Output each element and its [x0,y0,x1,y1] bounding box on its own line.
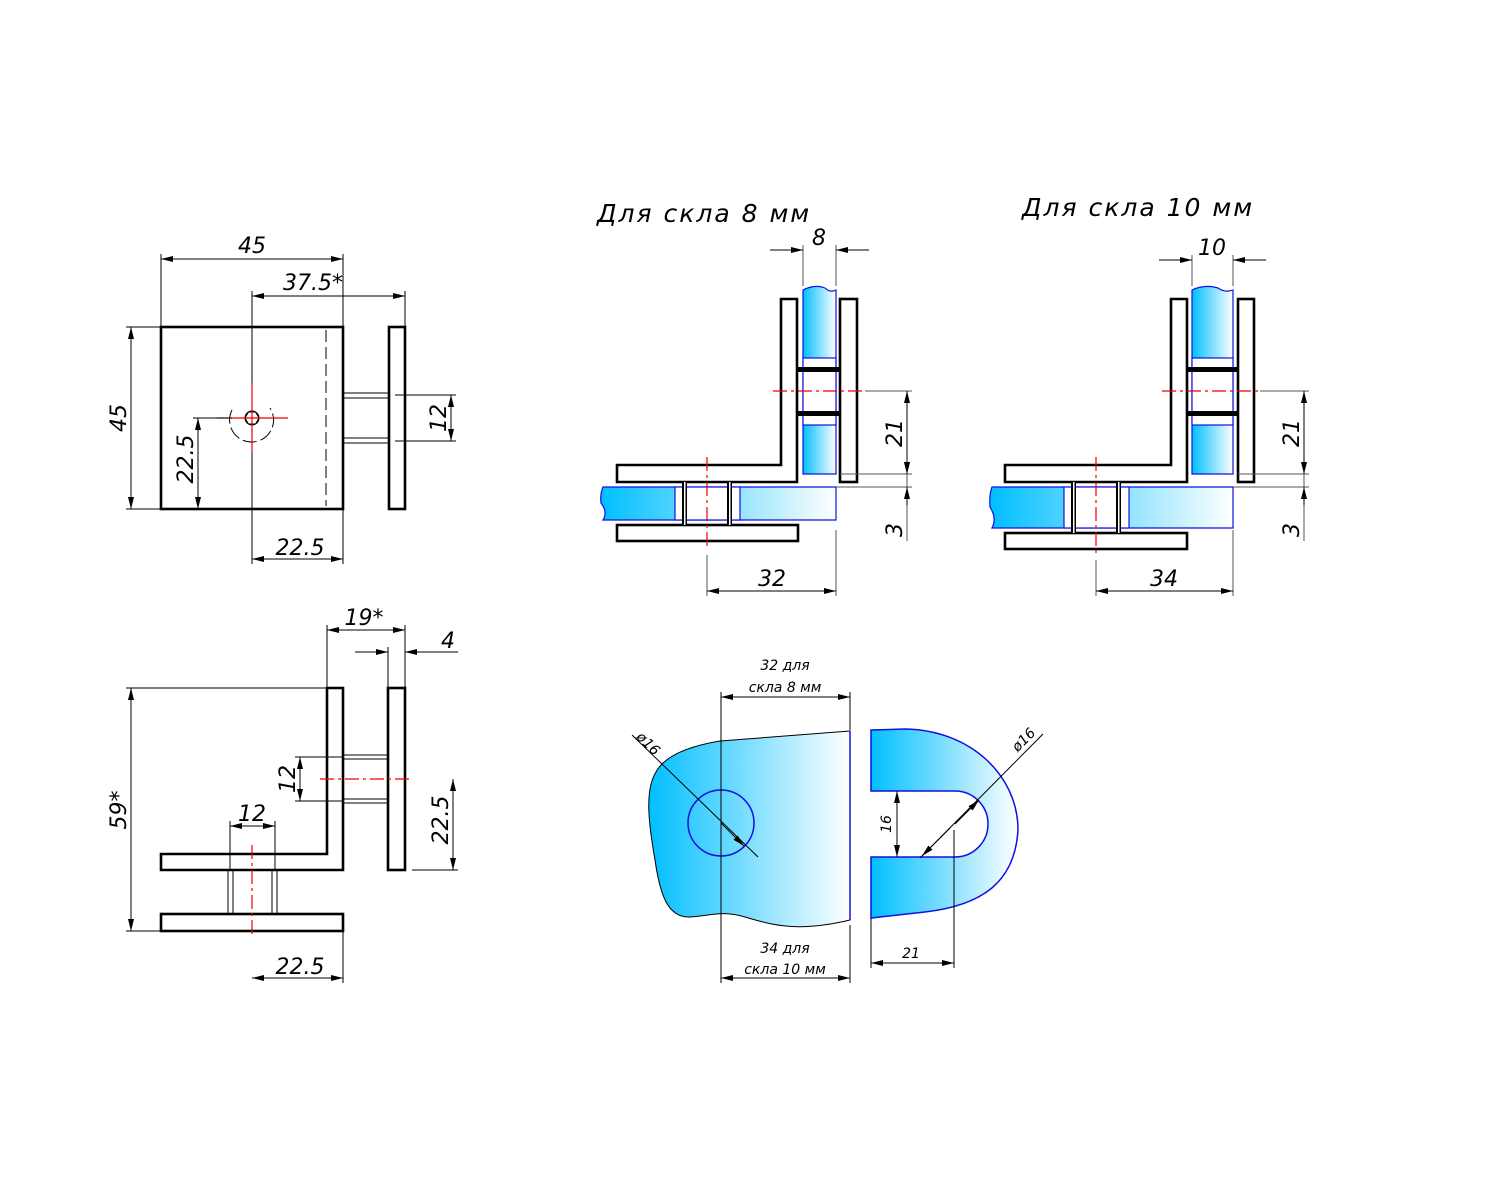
front-view: 45 37.5* 45 22.5 12 22.5 [107,234,456,564]
dim-offset: 21 [1280,419,1305,447]
dim-center-h: 22.5 [276,955,325,980]
dim-bottom-line1: 34 для [760,941,809,957]
l-bracket [159,686,345,872]
dim-gap: 3 [883,523,908,537]
side-view: 19* 4 59* 12 22.5 12 22.5 [107,606,458,983]
dim-height: 45 [107,404,132,432]
dim-center-v: 22.5 [174,435,199,484]
clamp-plate [387,325,407,511]
dim-connector-v: 12 [276,765,301,793]
dim-offset: 21 [883,419,908,447]
dim-top-line2: скла 8 мм [749,680,822,696]
title-glass-10: Для скла 10 мм [1021,193,1254,222]
dim-width: 45 [238,234,266,259]
glass-with-slot [870,728,1019,919]
dim-bottom-line2: скла 10 мм [744,962,826,978]
dim-slot-depth: 21 [902,946,920,962]
dim-center-v: 22.5 [429,796,454,845]
dim-depth: 34 [1150,567,1178,592]
glass-8mm-view: Для скла 8 мм 8 21 3 32 [596,199,912,596]
dim-connector: 12 [427,404,452,432]
dim-slot-width: 16 [879,815,895,833]
glass-cutouts: 32 для скла 8 мм 34 для скла 10 мм ø16 ø… [631,658,1044,983]
dim-hole-offset: 37.5* [283,271,343,296]
dim-slot-diameter: ø16 [1008,725,1039,756]
dim-depth: 32 [758,567,786,592]
dim-hole-diameter: ø16 [632,728,663,759]
title-glass-8: Для скла 8 мм [596,199,811,228]
dim-height: 59* [107,791,132,830]
dim-thickness: 10 [1198,236,1226,261]
dim-top-line1: 32 для [760,658,809,674]
dim-thickness: 8 [812,226,826,251]
dim-depth: 19* [345,606,384,631]
dim-connector-h: 12 [238,802,266,827]
glass-with-hole [648,730,851,928]
dim-gap: 3 [1280,523,1305,537]
dim-center-h: 22.5 [276,536,325,561]
glass-10mm-view: Для скла 10 мм 10 21 3 34 [989,193,1309,596]
dim-plate: 4 [441,629,455,654]
